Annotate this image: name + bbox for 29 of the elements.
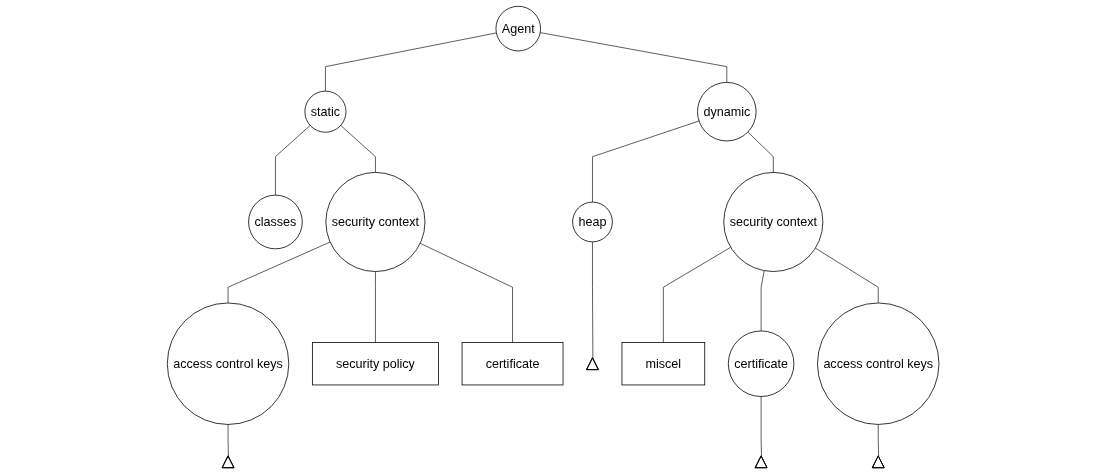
connector	[324, 32, 497, 92]
node-circle: access control keys	[166, 302, 290, 425]
node-circle: Agent	[495, 5, 541, 52]
connector	[814, 247, 879, 304]
connector	[419, 242, 513, 343]
connector	[227, 241, 331, 304]
node-circle: dynamic	[696, 81, 757, 142]
connector	[877, 424, 879, 457]
connector	[374, 271, 376, 343]
connector	[340, 125, 376, 173]
connector	[591, 120, 700, 203]
node-circle: heap	[572, 201, 613, 243]
node-box: certificate	[461, 342, 564, 386]
node-circle: security context	[723, 172, 824, 272]
connector	[591, 241, 594, 359]
connector	[662, 246, 731, 343]
node-circle: classes	[248, 194, 303, 250]
connector	[747, 131, 774, 173]
connector	[760, 270, 765, 332]
node-box: security policy	[311, 342, 439, 386]
node-circle: static	[304, 90, 347, 133]
node-circle: access control keys	[816, 302, 940, 425]
connector	[227, 424, 229, 457]
node-circle: certificate	[727, 330, 795, 397]
connector	[539, 32, 728, 83]
node-box: miscel	[621, 342, 705, 386]
connector	[274, 125, 311, 196]
connector	[760, 396, 762, 457]
node-circle: security context	[325, 172, 426, 272]
